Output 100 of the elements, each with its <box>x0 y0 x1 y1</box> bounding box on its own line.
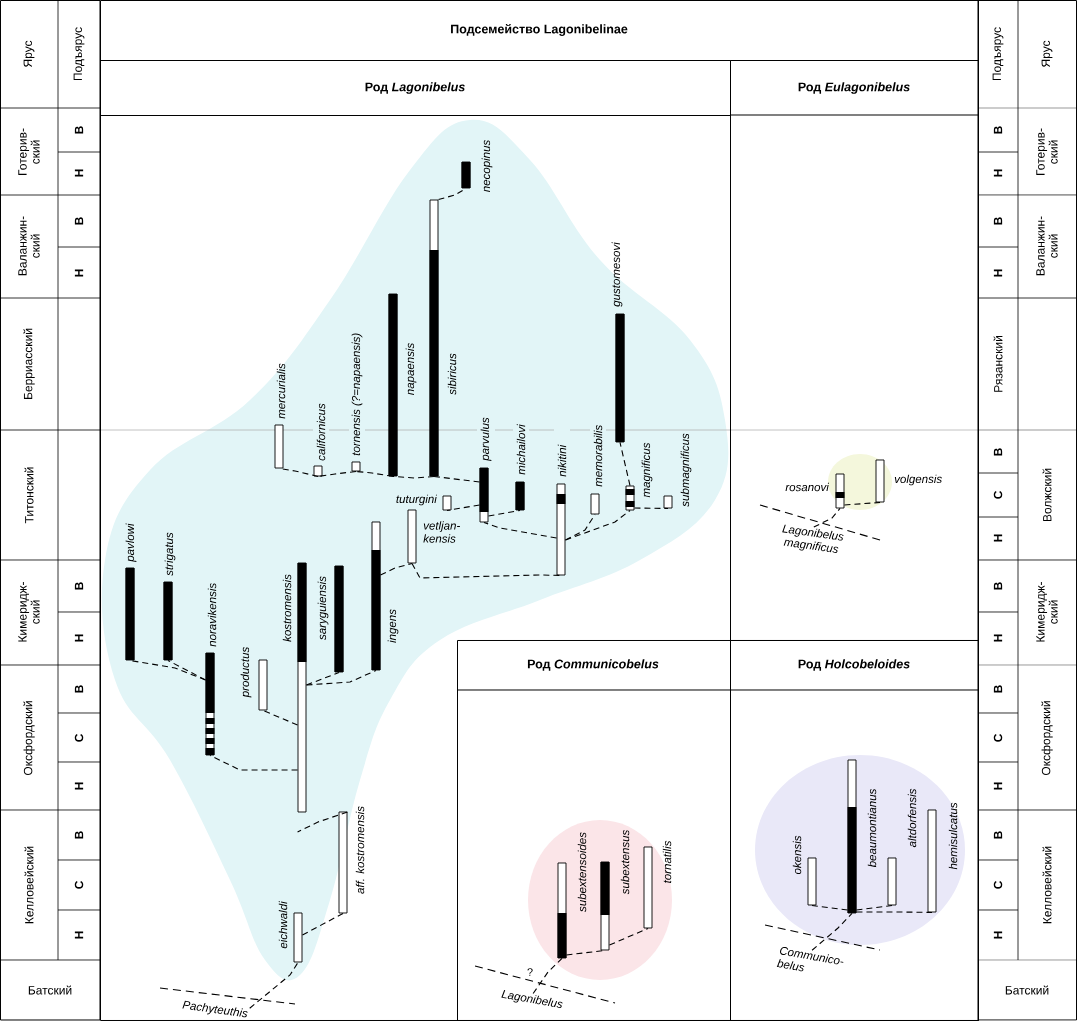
substage-letter: В <box>993 685 1003 693</box>
species-name: subextensus <box>620 829 630 895</box>
species-name: volgensis <box>894 474 942 486</box>
lineage-line <box>411 562 562 579</box>
lineage-line <box>297 811 348 833</box>
column-heading: Ярус <box>1041 40 1053 67</box>
taxon-name: Lagonibelus <box>501 990 563 1008</box>
species-name: noravikensis <box>207 583 217 647</box>
substage-letter: Н <box>993 169 1003 177</box>
substage-letter: Н <box>74 269 84 277</box>
substage-letter: С <box>993 734 1003 742</box>
species-name: nikitini <box>557 444 567 477</box>
lineage-line <box>619 441 631 487</box>
stage-name: Валанжин- ский <box>18 216 40 276</box>
species-name: ingens <box>387 609 399 643</box>
species-name: californicus <box>316 403 326 461</box>
lineage-line <box>305 669 377 686</box>
species-name: pavlowi <box>125 523 137 563</box>
question-mark: ? <box>527 968 533 976</box>
substage-letter: С <box>74 734 84 742</box>
species-name: michailovi <box>516 424 526 475</box>
species-name: sibiricus <box>447 353 457 395</box>
substage-letter: В <box>993 217 1003 225</box>
species-name: submagnificus <box>680 433 692 507</box>
column-heading: Ярус <box>23 40 35 67</box>
substage-letter: В <box>74 126 84 134</box>
lineage-line <box>855 911 933 913</box>
stage-name: Кимеридж- ский <box>1036 582 1058 642</box>
lineage-line <box>608 927 649 946</box>
stage-name: Оксфордский <box>23 701 35 776</box>
substage-letter: В <box>993 448 1003 456</box>
substage-letter: Н <box>74 931 84 939</box>
lineage-line <box>532 957 563 995</box>
species-name: eichwaldi <box>278 901 288 949</box>
stage-name: Рязанский <box>993 336 1003 392</box>
species-name: subextensoides <box>577 832 587 912</box>
species-name: aff. kostromensis <box>355 806 365 894</box>
species-name: rosanovi <box>785 482 830 492</box>
lineage-line <box>317 470 357 477</box>
substage-letter: В <box>993 126 1003 134</box>
species-name: napaensis <box>405 343 417 396</box>
species-name: saryguiensis <box>317 576 329 640</box>
species-name: kostromensis <box>282 574 292 642</box>
stage-name: Берриасский <box>23 328 35 399</box>
species-name: mercurialis <box>276 363 286 419</box>
species-name: beaumontianus <box>867 788 877 868</box>
species-name: altdorfensis <box>907 788 917 848</box>
substage-letter: Н <box>993 634 1003 642</box>
column-heading: Подъярус <box>73 27 85 81</box>
lineage-line <box>249 961 299 1009</box>
stage-name: Батский <box>1005 985 1049 995</box>
species-name: tornatilis <box>662 840 672 883</box>
species-name: vetljan- kensis <box>423 521 460 543</box>
lineage-line <box>262 709 299 726</box>
substage-letter: В <box>74 582 84 590</box>
lineage-line <box>855 904 893 911</box>
stage-name: Титонский <box>24 467 34 524</box>
stage-name: Батский <box>28 985 72 995</box>
species-name: magnificus <box>641 442 653 498</box>
lineage-line <box>433 475 481 483</box>
lineage-line <box>487 509 521 517</box>
lineage-line <box>446 504 481 511</box>
stage-name: Готерив- ский <box>1036 128 1058 175</box>
substage-letter: В <box>74 685 84 693</box>
species-name: tornensis (?=napaensis) <box>351 333 363 456</box>
species-name: tuturgini <box>396 494 438 506</box>
substage-letter: С <box>993 491 1003 499</box>
species-name: okensis <box>792 835 802 875</box>
lineage-line <box>483 521 558 539</box>
lineage-line <box>209 754 299 771</box>
taxon-name: Pachyteuthis <box>182 1000 248 1018</box>
species-name: memorabilis <box>593 425 603 487</box>
lineage-line <box>301 912 344 936</box>
substage-letter: В <box>993 831 1003 839</box>
substage-letter: С <box>74 881 84 889</box>
species-name: gustomesovi <box>611 242 623 307</box>
substage-letter: С <box>993 881 1003 889</box>
stage-name: Кимеридж- ский <box>18 582 40 642</box>
lineage-line <box>564 509 631 541</box>
species-name: strigatus <box>164 532 176 576</box>
taxon-name: Lagonibelus magnificus <box>782 524 844 553</box>
substage-letter: В <box>74 217 84 225</box>
stage-name: Готерив- ский <box>18 128 40 175</box>
stage-name: Келловейский <box>24 846 34 924</box>
substage-letter: Н <box>993 534 1003 542</box>
taxon-name: Communico- belus <box>776 947 844 972</box>
substage-letter: Н <box>993 269 1003 277</box>
lineage-line <box>167 659 207 681</box>
substage-letter: В <box>74 831 84 839</box>
species-name: necopinus <box>481 140 493 193</box>
substage-letter: Н <box>993 782 1003 790</box>
lineage-line <box>843 501 881 506</box>
species-name: productus <box>240 647 252 698</box>
genus-panel: Род Lagonibelus <box>100 60 731 116</box>
species-name: hemisulcatus <box>948 802 958 870</box>
stage-name: Оксфордский <box>1041 701 1053 776</box>
substage-letter: Н <box>74 782 84 790</box>
lineage-line <box>392 475 435 479</box>
substage-letter: Н <box>993 931 1003 939</box>
species-name: parvulus <box>480 417 492 462</box>
